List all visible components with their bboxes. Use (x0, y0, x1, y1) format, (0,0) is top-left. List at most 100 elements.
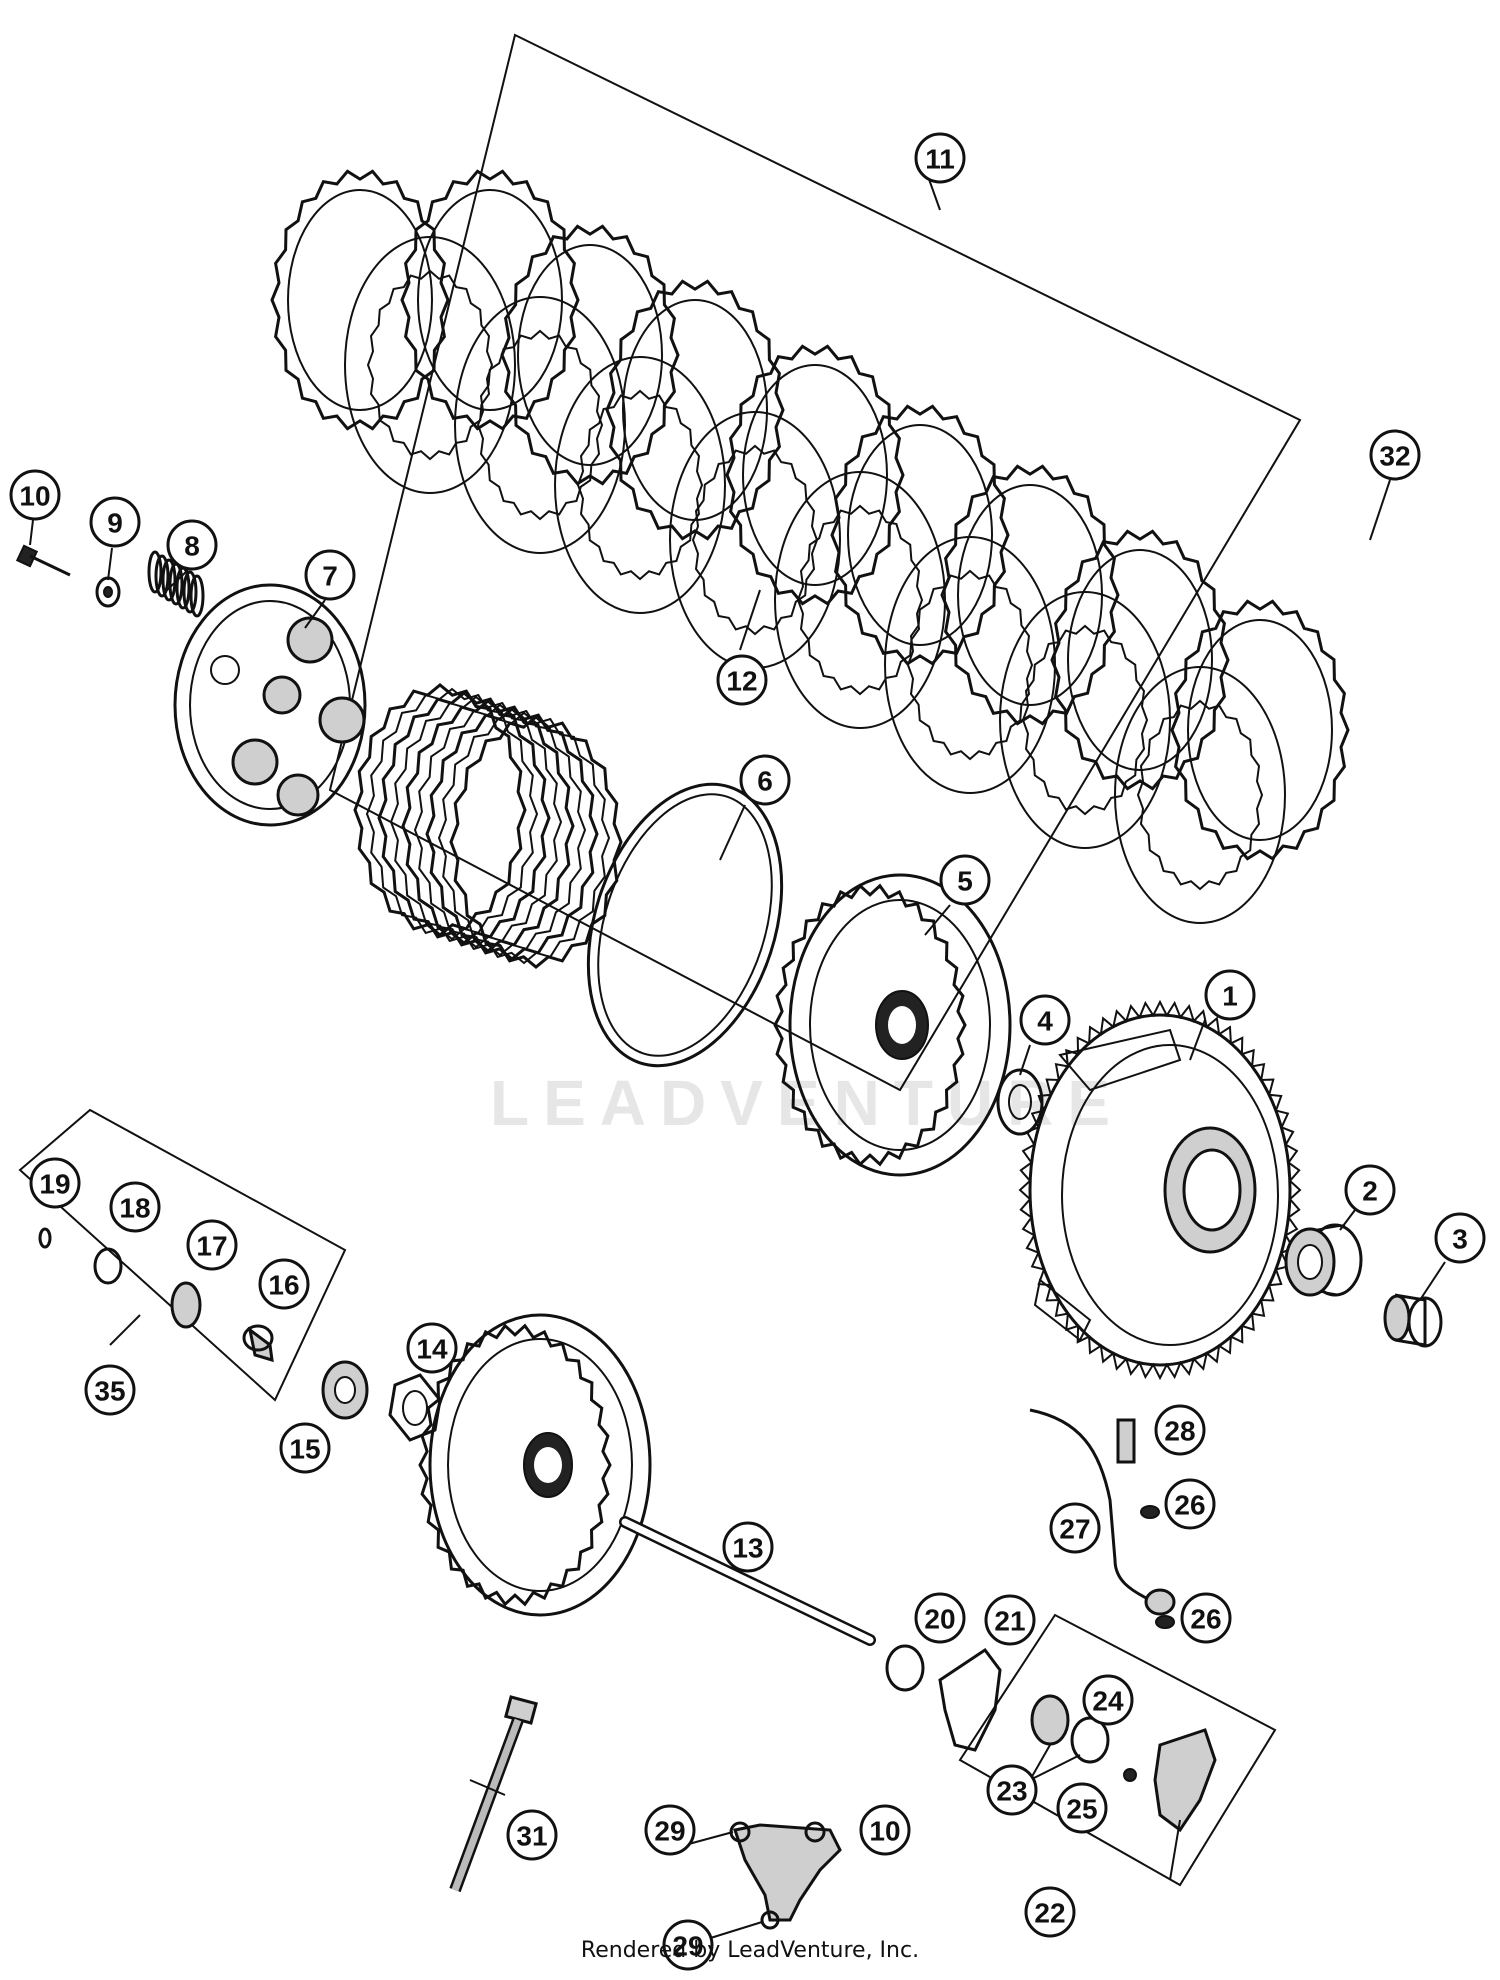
svg-text:4: 4 (1037, 1006, 1053, 1037)
svg-text:2: 2 (1362, 1176, 1378, 1207)
callout-22: 22 (1024, 1886, 1076, 1938)
part-17-item (170, 1281, 202, 1329)
part-27-clutch-hose (1029, 1408, 1176, 1616)
callout-1: 1 (1204, 969, 1256, 1021)
friction-plate (1050, 529, 1230, 791)
friction-plate (1170, 599, 1350, 861)
svg-text:3: 3 (1452, 1224, 1468, 1255)
part-26-washer-lower (1155, 1615, 1175, 1629)
svg-text:14: 14 (416, 1334, 448, 1365)
friction-plate (500, 224, 680, 486)
part-7-pressure-plate (173, 583, 367, 827)
svg-text:19: 19 (39, 1169, 70, 1200)
svg-text:35: 35 (94, 1376, 125, 1407)
callout-9: 9 (89, 496, 141, 548)
steel-plate (454, 296, 626, 554)
callout-18: 18 (109, 1181, 161, 1233)
part-6-wire-ring (586, 782, 784, 1068)
part-10-bolt (15, 544, 71, 577)
svg-text:12: 12 (726, 666, 757, 697)
svg-text:9: 9 (107, 508, 123, 539)
callout-10: 10 (859, 1804, 911, 1856)
callout-19: 19 (29, 1157, 81, 1209)
callout-16: 16 (258, 1258, 310, 1310)
steel-plate (1114, 666, 1286, 924)
callout-26: 26 (1164, 1478, 1216, 1530)
callout-35: 35 (84, 1364, 136, 1416)
part-13-push-rod (619, 1516, 876, 1646)
svg-text:5: 5 (957, 866, 973, 897)
part-16-item (242, 1324, 274, 1363)
callout-23: 23 (986, 1764, 1038, 1816)
callout-21: 21 (984, 1594, 1036, 1646)
svg-text:10: 10 (869, 1816, 900, 1847)
part-2-needle-bearing (1284, 1223, 1363, 1297)
callout-13: 13 (722, 1521, 774, 1573)
slave-cylinder-body (1153, 1728, 1217, 1833)
svg-text:25: 25 (1066, 1794, 1097, 1825)
clutch-pack-assembled (353, 683, 623, 969)
svg-text:22: 22 (1034, 1898, 1065, 1929)
part-3-bushing (1383, 1293, 1443, 1348)
svg-text:31: 31 (516, 1821, 547, 1852)
part-15-nut (321, 1360, 369, 1420)
part-1-outer-clutch-basket (1018, 999, 1302, 1381)
svg-text:32: 32 (1379, 441, 1410, 472)
callout-5: 5 (939, 854, 991, 906)
friction-plate (400, 169, 580, 431)
part-21-gasket (938, 1647, 1002, 1752)
svg-text:17: 17 (196, 1231, 227, 1262)
svg-text:15: 15 (289, 1434, 320, 1465)
svg-text:11: 11 (925, 144, 955, 175)
callout-15: 15 (279, 1422, 331, 1474)
svg-text:18: 18 (119, 1193, 150, 1224)
friction-plate (725, 344, 905, 606)
callout-32: 32 (1369, 429, 1421, 481)
svg-text:20: 20 (924, 1604, 955, 1635)
callout-20: 20 (914, 1592, 966, 1644)
svg-text:29: 29 (672, 1931, 703, 1962)
part-26-washer-upper (1140, 1505, 1160, 1519)
svg-text:13: 13 (732, 1533, 763, 1564)
svg-text:1: 1 (1222, 981, 1238, 1012)
svg-text:23: 23 (996, 1776, 1027, 1807)
friction-plate (270, 169, 450, 431)
callout-29: 29 (662, 1919, 714, 1971)
part-25-ball (1123, 1768, 1137, 1782)
svg-text:10: 10 (19, 481, 50, 512)
callout-2: 2 (1344, 1164, 1396, 1216)
callout-29: 29 (644, 1804, 696, 1856)
callout-25: 25 (1056, 1782, 1108, 1834)
callout-14: 14 (406, 1322, 458, 1374)
clutch-hub-lower (418, 1313, 652, 1617)
svg-text:26: 26 (1174, 1490, 1205, 1521)
part-18-item (93, 1247, 123, 1285)
callout-8: 8 (166, 519, 218, 571)
part-20-o-ring (885, 1644, 925, 1692)
callout-28: 28 (1154, 1404, 1206, 1456)
part-22-slave-cylinder-kit (958, 1613, 1277, 1887)
friction-plate (605, 279, 785, 541)
clutch-plates-stack (270, 169, 1350, 924)
leader-lines (29, 167, 1446, 1946)
callout-31: 31 (506, 1809, 558, 1861)
part-5-inner-hub (773, 873, 1012, 1177)
svg-text:24: 24 (1092, 1686, 1124, 1717)
part-4-thrust-washer (996, 1068, 1044, 1136)
svg-text:21: 21 (994, 1606, 1025, 1637)
callout-7: 7 (304, 549, 356, 601)
svg-text:8: 8 (184, 531, 200, 562)
part-35-kit-box (18, 1108, 347, 1402)
callout-11: 11 (914, 132, 966, 184)
svg-text:28: 28 (1164, 1416, 1195, 1447)
clutch-lever-assembly (729, 1821, 842, 1930)
callout-10: 10 (9, 469, 61, 521)
callout-4: 4 (1019, 994, 1071, 1046)
footer-credit: Rendered by LeadVenture, Inc. (580, 1938, 920, 1963)
svg-text:6: 6 (757, 766, 773, 797)
steel-plate (554, 356, 726, 614)
svg-text:7: 7 (322, 561, 338, 592)
callout-17: 17 (186, 1219, 238, 1271)
